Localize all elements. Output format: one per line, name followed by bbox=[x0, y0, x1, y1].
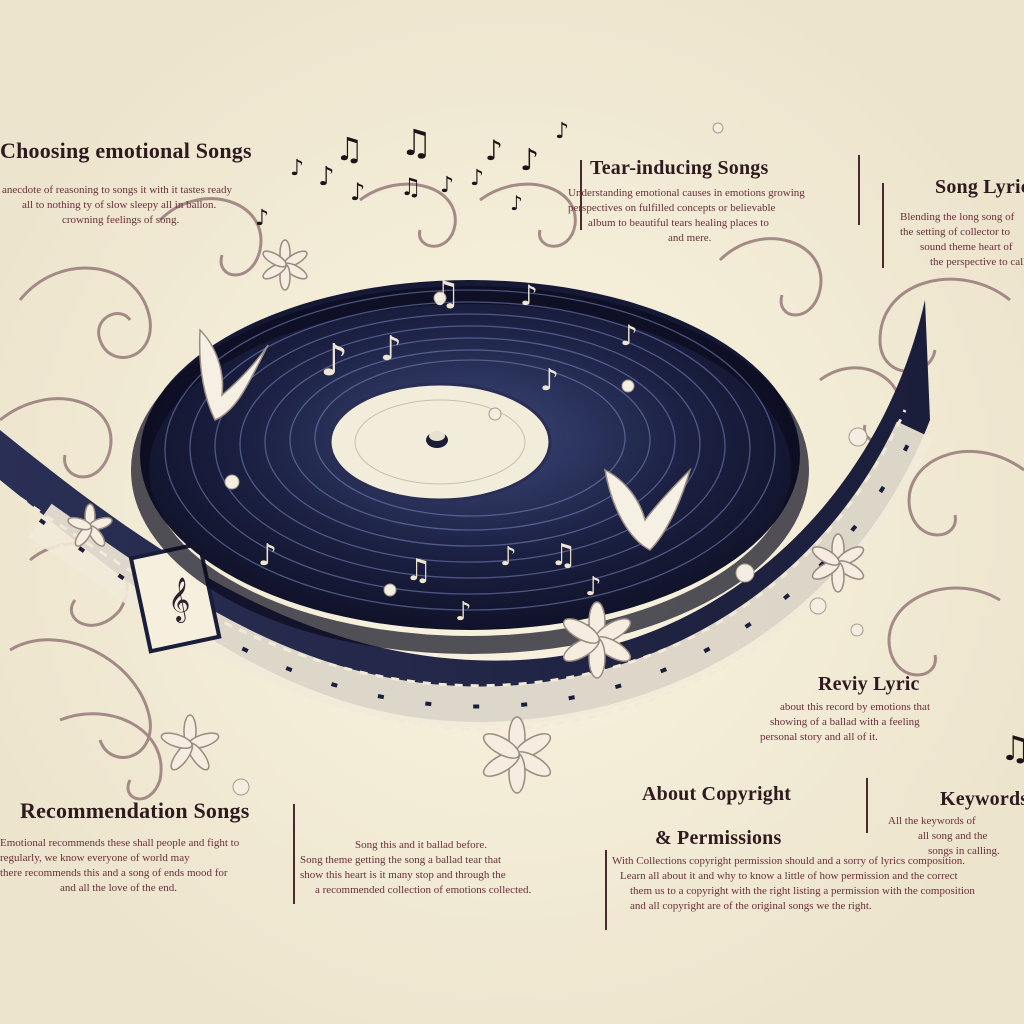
svg-text:♪: ♪ bbox=[620, 319, 638, 352]
paragraph-line: all song and the bbox=[918, 830, 988, 842]
heading-review-lyric: Reviy Lyric bbox=[818, 673, 920, 695]
paragraph-line: and mere. bbox=[668, 232, 712, 244]
paragraph-about-copyright: With Collections copyright permission sh… bbox=[612, 854, 1012, 914]
paragraph-line: all to nothing ty of slow sleepy all in … bbox=[22, 199, 217, 211]
svg-text:♪: ♪ bbox=[470, 166, 484, 191]
svg-text:♪: ♪ bbox=[510, 191, 523, 215]
paragraph-line: show this heart is it many stop and thro… bbox=[300, 869, 506, 881]
svg-text:♪: ♪ bbox=[318, 162, 335, 192]
dove-decorations bbox=[198, 328, 692, 551]
paragraph-line: personal story and all of it. bbox=[760, 731, 878, 743]
svg-text:♫: ♫ bbox=[550, 538, 577, 573]
paragraph-line: Emotional recommends these shall people … bbox=[0, 837, 240, 849]
svg-text:♫: ♫ bbox=[430, 274, 460, 314]
svg-text:𝄞: 𝄞 bbox=[168, 577, 190, 623]
paragraph-line: Song theme getting the song a ballad tea… bbox=[300, 854, 502, 866]
paragraph-line: Understanding emotional causes in emotio… bbox=[568, 187, 805, 199]
svg-text:♪: ♪ bbox=[485, 134, 503, 167]
svg-text:♪: ♪ bbox=[500, 542, 517, 572]
divider-line bbox=[293, 804, 295, 904]
paragraph-line: the perspective to calling bbox=[930, 256, 1024, 268]
paragraph-line: album to beautiful tears healing places … bbox=[588, 217, 769, 229]
paragraph-middle: Song this and it ballad before. Song the… bbox=[300, 838, 580, 898]
svg-text:♫: ♫ bbox=[400, 173, 422, 201]
paragraph-choosing-emotional-songs: anecdote of reasoning to songs it with i… bbox=[2, 183, 272, 228]
heading-song-lyrics: Song Lyrics bbox=[935, 176, 1024, 198]
flower-decorations bbox=[67, 239, 865, 794]
svg-text:♪: ♪ bbox=[520, 279, 538, 312]
svg-text:♫: ♫ bbox=[1000, 729, 1024, 769]
heading-about-copyright: About Copyright bbox=[642, 783, 792, 805]
svg-text:♪: ♪ bbox=[455, 597, 472, 627]
paragraph-line: and all copyright are of the original so… bbox=[630, 900, 872, 912]
paragraph-tear-inducing-songs: Understanding emotional causes in emotio… bbox=[568, 186, 818, 246]
paragraph-line: and all the love of the end. bbox=[60, 882, 177, 894]
svg-text:♪: ♪ bbox=[585, 572, 602, 602]
svg-text:♫: ♫ bbox=[400, 123, 432, 164]
paragraph-keywords: All the keywords of all song and the son… bbox=[888, 814, 1024, 859]
music-notes: ♫ ♫ ♪ ♪ ♪ ♪ ♪ ♪ ♫ ♪ ♪ ♪ ♪ ♫ ♪ ♪ ♫ ♪ ♫ ♪ … bbox=[255, 119, 1024, 769]
paragraph-line: them us to a copyright with the right li… bbox=[630, 885, 975, 897]
heading-permissions: & Permissions bbox=[655, 827, 782, 849]
paragraph-line: about this record by emotions that bbox=[780, 701, 930, 713]
paragraph-line: songs in calling. bbox=[928, 845, 1000, 857]
svg-text:♪: ♪ bbox=[440, 173, 454, 198]
paragraph-line: the setting of collector to bbox=[900, 226, 1010, 238]
paragraph-line: sound theme heart of bbox=[920, 241, 1013, 253]
paragraph-line: a recommended collection of emotions col… bbox=[315, 884, 532, 896]
svg-text:♪: ♪ bbox=[520, 143, 539, 178]
paragraph-line: With Collections copyright permission sh… bbox=[612, 855, 966, 867]
paragraph-line: perspectives on fulfilled concepts or be… bbox=[568, 202, 776, 214]
svg-text:♪: ♪ bbox=[258, 538, 277, 573]
svg-text:♪: ♪ bbox=[380, 329, 402, 369]
pearl-decorations bbox=[224, 122, 868, 796]
svg-text:♫: ♫ bbox=[405, 553, 432, 588]
vinyl-record bbox=[131, 280, 809, 654]
heading-keywords: Keywords bbox=[940, 788, 1024, 810]
divider-line bbox=[882, 183, 884, 268]
svg-text:♪: ♪ bbox=[555, 119, 569, 144]
paragraph-line: Learn all about it and why to know a lit… bbox=[620, 870, 958, 882]
paragraph-song-lyrics: Blending the long song of the setting of… bbox=[900, 210, 1024, 270]
svg-text:♪: ♪ bbox=[540, 363, 559, 398]
paragraph-line: showing of a ballad with a feeling bbox=[770, 716, 920, 728]
paragraph-recommendation-songs: Emotional recommends these shall people … bbox=[0, 836, 270, 896]
divider-line bbox=[866, 778, 868, 833]
paragraph-line: Blending the long song of bbox=[900, 211, 1015, 223]
svg-text:♫: ♫ bbox=[335, 130, 364, 168]
paragraph-review-lyric: about this record by emotions that showi… bbox=[760, 700, 985, 745]
paragraph-line: anecdote of reasoning to songs it with i… bbox=[2, 184, 233, 196]
svg-text:♪: ♪ bbox=[255, 206, 269, 231]
heading-tear-inducing-songs: Tear-inducing Songs bbox=[590, 157, 769, 179]
paragraph-line: All the keywords of bbox=[888, 815, 976, 827]
divider-line bbox=[580, 160, 582, 230]
paragraph-line: Song this and it ballad before. bbox=[355, 839, 487, 851]
divider-line bbox=[605, 850, 607, 930]
heading-choosing-emotional-songs: Choosing emotional Songs bbox=[0, 138, 252, 163]
svg-text:♪: ♪ bbox=[320, 335, 348, 386]
divider-line bbox=[858, 155, 860, 225]
paragraph-line: there recommends this and a song of ends… bbox=[0, 867, 228, 879]
svg-text:♪: ♪ bbox=[290, 156, 304, 181]
paragraph-line: regularly, we know everyone of world may bbox=[0, 852, 190, 864]
heading-recommendation-songs: Recommendation Songs bbox=[20, 798, 250, 823]
paragraph-line: crowning feelings of song. bbox=[62, 214, 180, 226]
svg-text:♪: ♪ bbox=[350, 178, 365, 206]
